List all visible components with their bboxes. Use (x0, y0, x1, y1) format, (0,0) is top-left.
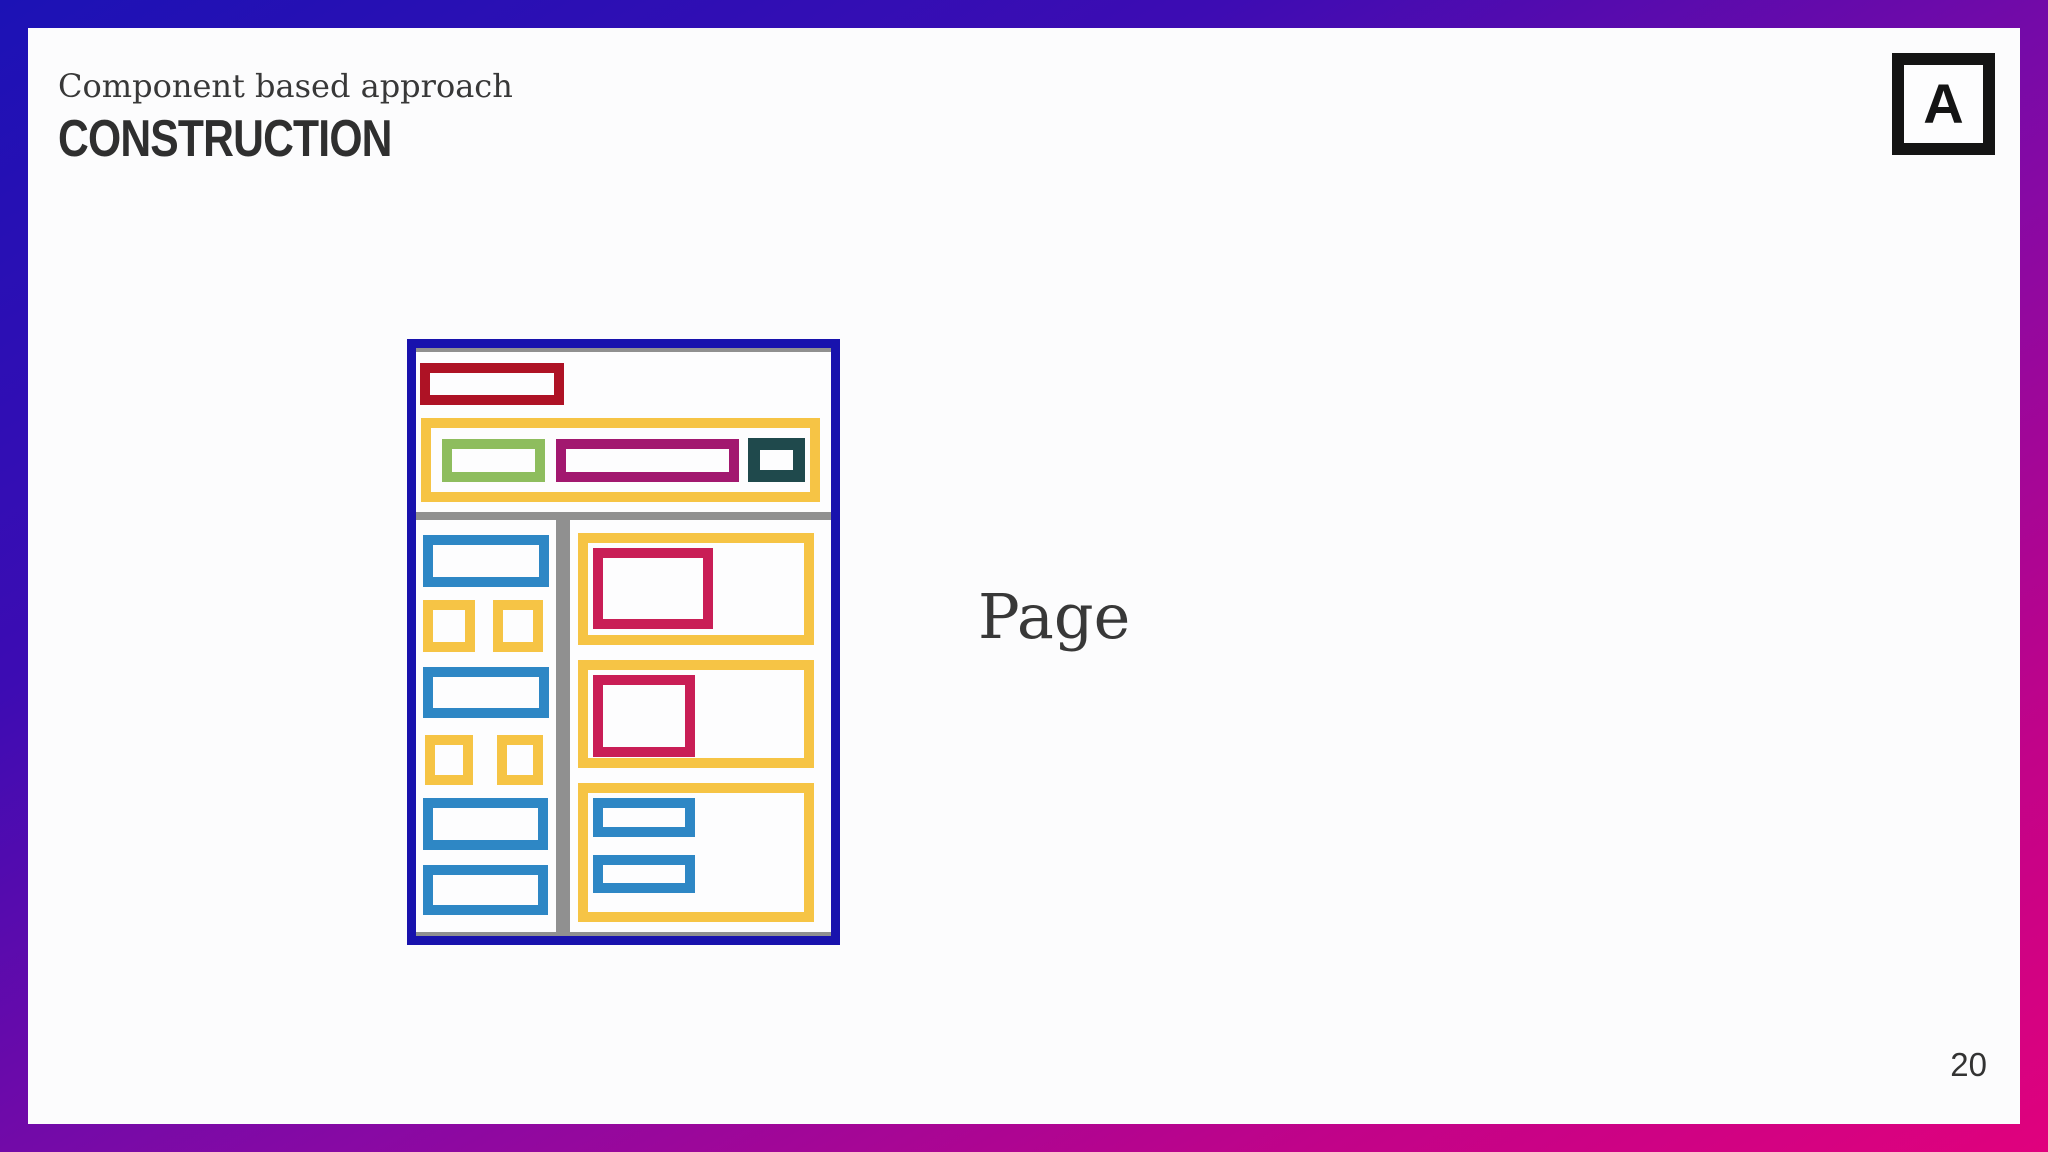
brand-logo-letter: A (1923, 72, 1964, 135)
wireframe-sidebar-block-3 (423, 798, 548, 850)
page-number: 20 (1950, 1046, 1987, 1083)
slide-canvas: Component based approach CONSTRUCTION A (28, 28, 2020, 1124)
wireframe-sidebar-square-1a (423, 600, 475, 652)
wireframe-header-block (420, 363, 564, 405)
wireframe-sidebar-square-2b (497, 735, 543, 785)
wireframe-navbar (421, 418, 820, 502)
wireframe-bottom-strip (416, 932, 831, 936)
wireframe-content-card-1 (578, 533, 814, 645)
page-wireframe-diagram (407, 339, 840, 945)
diagram-label: Page (978, 580, 1131, 653)
wireframe-nav-logo-block (442, 439, 545, 482)
wireframe-content-card-2 (578, 660, 814, 768)
wireframe-card-3-text-line-1 (593, 798, 695, 837)
slide-subtitle: Component based approach (58, 67, 513, 105)
wireframe-nav-button-block (748, 438, 805, 482)
wireframe-sidebar-block-2 (423, 667, 549, 718)
wireframe-sidebar-block-4 (423, 865, 548, 915)
slide-title: CONSTRUCTION (58, 110, 392, 168)
wireframe-horizontal-divider (416, 512, 831, 520)
wireframe-card-3-text-line-2 (593, 855, 695, 893)
wireframe-nav-menu-block (556, 439, 739, 482)
wireframe-card-1-media-block (593, 548, 713, 629)
title-block: Component based approach CONSTRUCTION (58, 66, 513, 166)
wireframe-card-2-media-block (593, 675, 695, 757)
brand-logo: A (1892, 53, 1995, 155)
wireframe-top-strip (416, 348, 831, 352)
wireframe-sidebar-block-1 (423, 535, 549, 587)
wireframe-content-card-3 (578, 783, 814, 922)
wireframe-sidebar-square-1b (493, 600, 543, 652)
wireframe-sidebar-square-2a (425, 735, 473, 785)
wireframe-vertical-divider (556, 512, 570, 932)
